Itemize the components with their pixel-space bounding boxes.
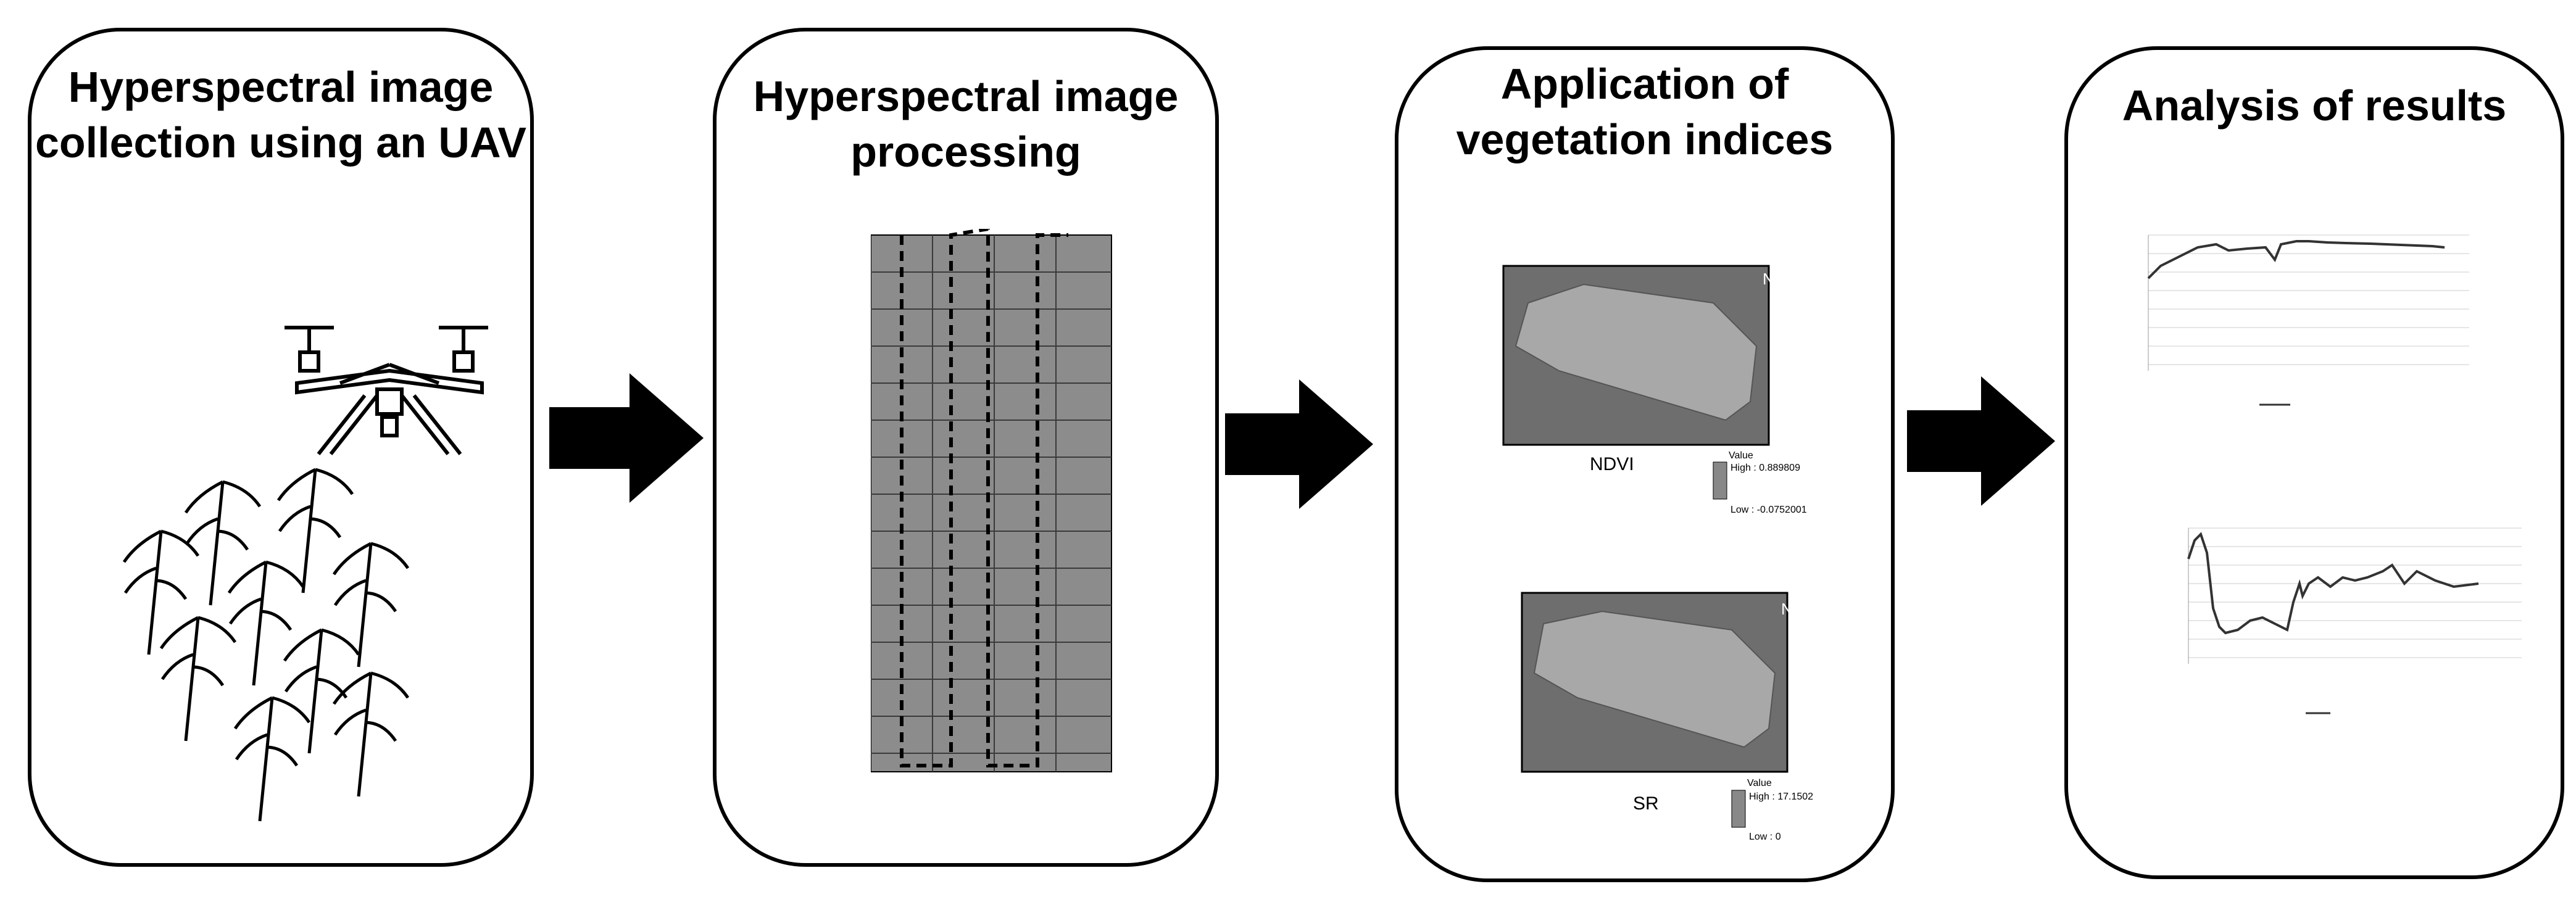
ndvi-caption: NDVI (1590, 454, 1634, 474)
ndvi-legend-low: Low : -0.0752001 (1730, 505, 1807, 515)
sr-legend-title: Value (1747, 778, 1772, 788)
step-collection-title: Hyperspectral image collection using an … (35, 63, 526, 167)
sr-caption: SR (1633, 793, 1659, 814)
drone-icon (285, 326, 488, 455)
step-processing-title: Hyperspectral image processing (753, 72, 1179, 176)
svg-text:N: N (1781, 600, 1793, 618)
sr-legend-high: High : 17.1502 (1749, 792, 1813, 802)
difference-chart (2147, 234, 2469, 406)
flight-grid-image (871, 229, 1112, 772)
ndvi-legend-high: High : 0.889809 (1730, 463, 1800, 473)
reflectance-chart (2187, 527, 2522, 714)
sr-map: N Value High : 17.1502 Low : 0 (1521, 592, 1824, 849)
step-collection-panel: Hyperspectral image collection using an … (28, 28, 534, 867)
step-indices-panel: Application of vegetation indices N Valu… (1395, 46, 1895, 882)
ndvi-legend-title: Value (1729, 450, 1753, 461)
arrow-right-icon (549, 373, 704, 503)
arrow-right-icon (1225, 379, 1373, 509)
step-analysis-panel: Analysis of results (2064, 46, 2564, 879)
sugarcane-icon (122, 468, 410, 822)
ndvi-map: N Value High : 0.889809 Low : -0.0752001 (1502, 265, 1807, 516)
step-indices-title: Application of vegetation indices (1456, 60, 1834, 163)
svg-text:N: N (1763, 270, 1774, 288)
step-processing-panel: Hyperspectral image processing (713, 28, 1219, 867)
step-analysis-title: Analysis of results (2122, 81, 2507, 130)
arrow-right-icon (1907, 376, 2055, 506)
sr-legend-low: Low : 0 (1749, 832, 1781, 842)
